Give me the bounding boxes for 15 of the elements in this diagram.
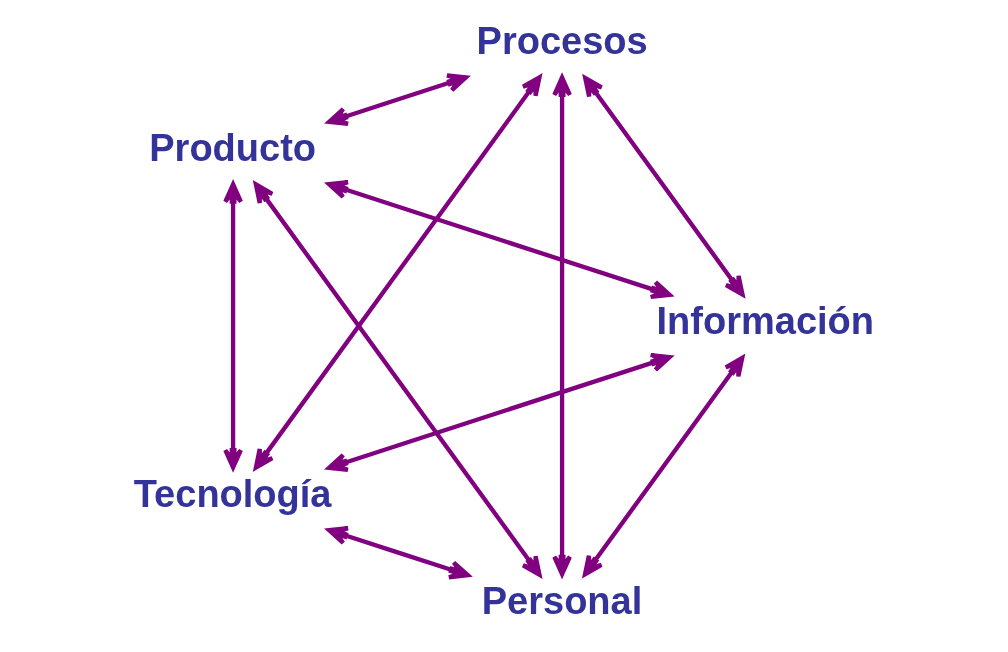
- node-text: Personal: [481, 579, 643, 622]
- arrow: [326, 525, 470, 580]
- arrow: [582, 355, 745, 577]
- arrow: [326, 352, 672, 472]
- node-text: Tecnología: [133, 472, 332, 515]
- arrow: [223, 182, 244, 470]
- arrow: [253, 75, 542, 470]
- node-text: Procesos: [476, 20, 648, 63]
- node-text: Información: [656, 299, 875, 342]
- arrow: [253, 182, 542, 577]
- node-text: Producto: [149, 126, 317, 169]
- arrow: [583, 75, 745, 297]
- arrow: [552, 75, 572, 577]
- arrow: [326, 73, 469, 127]
- arrow: [326, 180, 672, 300]
